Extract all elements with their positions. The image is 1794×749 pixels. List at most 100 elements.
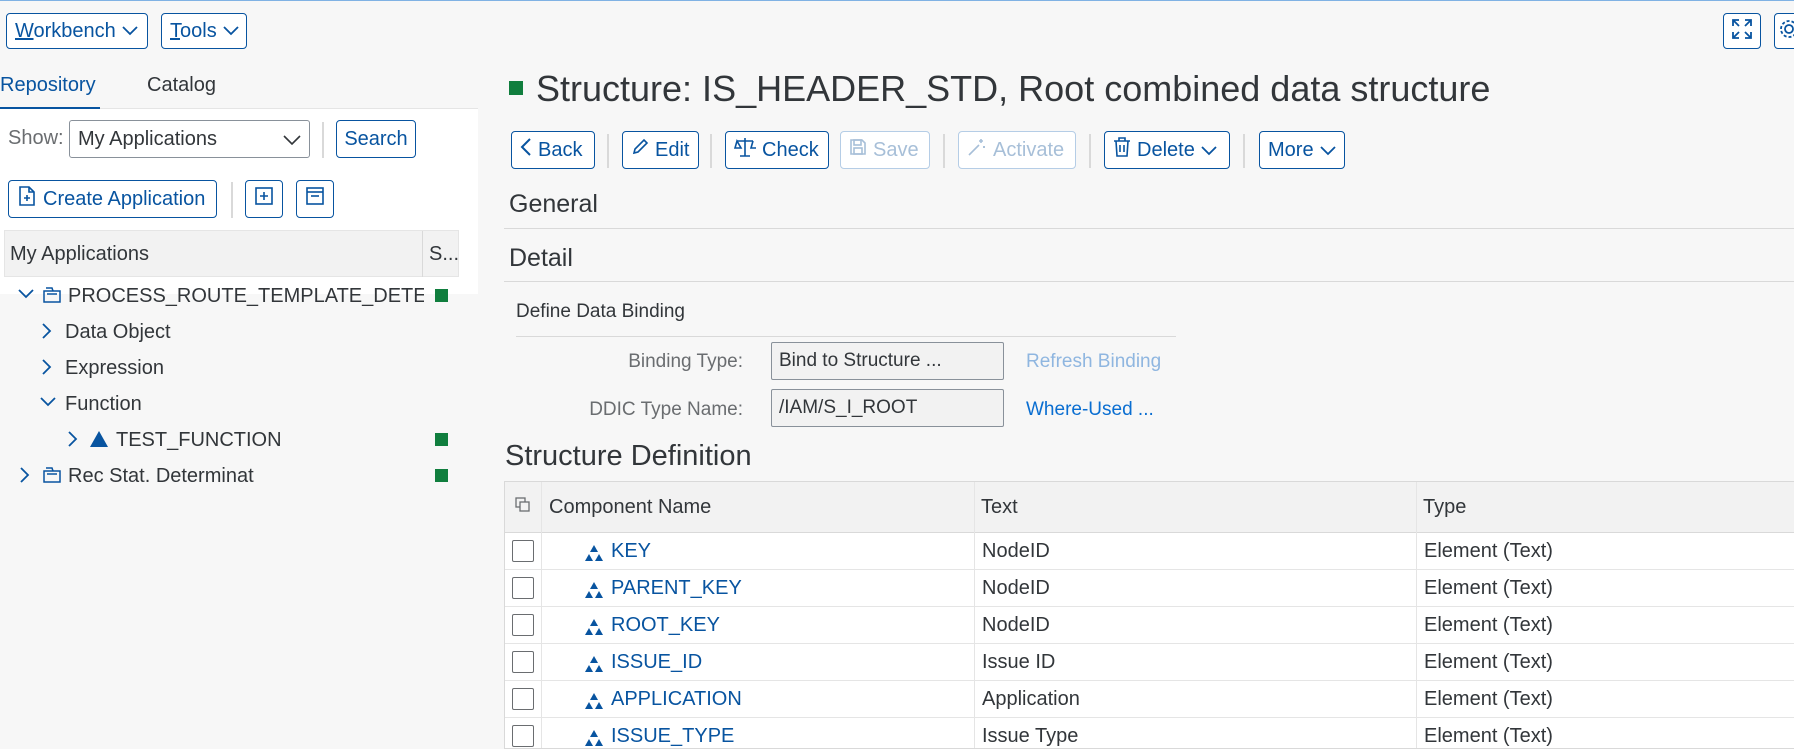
trash-icon (1113, 137, 1131, 163)
save-button[interactable]: Save (840, 131, 930, 169)
table-row[interactable]: ROOT_KEY NodeID Element (Text) (505, 607, 1794, 644)
row-checkbox[interactable] (512, 688, 534, 710)
show-select[interactable]: My Applications (69, 120, 310, 158)
chevron-down-icon (122, 26, 138, 36)
toolbar-separator (322, 122, 324, 158)
tree-column-status[interactable]: S... (429, 243, 460, 265)
column-divider (422, 231, 423, 277)
table-row[interactable]: ISSUE_TYPE Issue Type Element (Text) (505, 718, 1794, 748)
active-tab-indicator (0, 107, 100, 110)
column-text[interactable]: Text (981, 496, 1018, 518)
chevron-right-icon[interactable] (42, 359, 52, 375)
back-button[interactable]: Back (511, 131, 595, 169)
delete-menu-button[interactable]: Delete (1104, 131, 1230, 169)
chevron-left-icon (520, 138, 532, 162)
show-label: Show: (8, 127, 64, 149)
tree-item[interactable]: PROCESS_ROUTE_TEMPLATE_DETERMINATION (0, 280, 478, 314)
tree-item[interactable]: TEST_FUNCTION (0, 424, 478, 458)
ddic-type-name-label: DDIC Type Name: (589, 399, 743, 420)
structure-table: Component Name Text Type KEY NodeID Elem… (504, 481, 1794, 749)
section-general[interactable]: General (509, 190, 598, 218)
collapse-all-button[interactable] (296, 180, 334, 218)
row-checkbox[interactable] (512, 651, 534, 673)
tree-header: My Applications S... (4, 230, 459, 277)
status-active-indicator (435, 289, 448, 302)
tree-item[interactable]: Rec Stat. Determinat (0, 460, 478, 494)
where-used-link[interactable]: Where-Used ... (1026, 399, 1154, 420)
column-divider (541, 482, 542, 748)
toolbar-separator (943, 134, 945, 168)
structure-definition-title: Structure Definition (505, 440, 752, 472)
refresh-binding-link[interactable]: Refresh Binding (1026, 351, 1162, 372)
section-divider (504, 281, 1794, 282)
binding-divider (516, 336, 1176, 337)
application-folder-icon (42, 286, 62, 310)
tree-item[interactable]: Data Object (0, 316, 478, 350)
column-divider (974, 482, 975, 748)
settings-button[interactable] (1774, 13, 1794, 49)
edit-button[interactable]: Edit (622, 131, 699, 169)
ddic-type-name-field[interactable]: /IAM/S_I_ROOT (771, 389, 1004, 427)
search-button[interactable]: Search (336, 120, 416, 158)
toolbar-separator (1089, 134, 1091, 168)
row-checkbox[interactable] (512, 540, 534, 562)
check-button[interactable]: Check (725, 131, 829, 169)
binding-type-label: Binding Type: (628, 351, 743, 372)
function-triangle-icon (88, 429, 110, 455)
table-row[interactable]: PARENT_KEY NodeID Element (Text) (505, 570, 1794, 607)
section-detail[interactable]: Detail (509, 244, 573, 272)
save-icon (849, 138, 867, 162)
row-checkbox[interactable] (512, 614, 534, 636)
expand-all-button[interactable] (245, 180, 283, 218)
toolbar-separator (607, 134, 609, 168)
create-application-button[interactable]: Create Application (8, 180, 217, 218)
tree-item[interactable]: Expression (0, 352, 478, 386)
fullscreen-button[interactable] (1723, 13, 1761, 49)
status-active-indicator (509, 81, 523, 95)
column-divider (1416, 482, 1417, 748)
tab-catalog[interactable]: Catalog (147, 74, 216, 96)
collapse-all-icon (304, 185, 326, 213)
expand-all-icon (253, 185, 275, 213)
chevron-down-icon (1319, 139, 1336, 162)
application-folder-icon (42, 466, 62, 490)
define-data-binding-title: Define Data Binding (516, 301, 685, 322)
magic-wand-icon (967, 137, 987, 163)
structure-element-icon (584, 544, 604, 567)
tab-divider (0, 108, 478, 109)
add-document-icon (17, 185, 37, 213)
top-accent-line (0, 0, 1794, 1)
toolbar-separator (231, 182, 233, 218)
chevron-right-icon[interactable] (20, 467, 30, 483)
table-row[interactable]: KEY NodeID Element (Text) (505, 533, 1794, 570)
copy-icon[interactable] (515, 497, 531, 518)
row-checkbox[interactable] (512, 725, 534, 747)
status-active-indicator (435, 469, 448, 482)
activate-button[interactable]: Activate (958, 131, 1076, 169)
chevron-right-icon[interactable] (42, 323, 52, 339)
chevron-down-icon[interactable] (18, 289, 34, 299)
column-type[interactable]: Type (1423, 496, 1467, 518)
tree-column-name: My Applications (10, 243, 149, 265)
tree-item[interactable]: Function (0, 388, 478, 422)
table-row[interactable]: APPLICATION Application Element (Text) (505, 681, 1794, 718)
structure-element-icon (584, 692, 604, 715)
structure-element-icon (584, 729, 604, 748)
table-row[interactable]: ISSUE_ID Issue ID Element (Text) (505, 644, 1794, 681)
tab-repository[interactable]: Repository (0, 74, 96, 96)
scale-icon (733, 136, 757, 164)
chevron-right-icon[interactable] (68, 431, 78, 447)
structure-element-icon (584, 581, 604, 604)
gear-icon (1778, 18, 1794, 45)
toolbar-separator (1243, 134, 1245, 168)
tools-menu-button[interactable]: Tools (161, 13, 247, 49)
chevron-down-icon (1201, 139, 1217, 162)
column-component-name[interactable]: Component Name (549, 496, 712, 518)
binding-type-field[interactable]: Bind to Structure ... (771, 342, 1004, 380)
toolbar-separator (710, 134, 712, 168)
workbench-menu-button[interactable]: Workbench (6, 13, 148, 49)
row-checkbox[interactable] (512, 577, 534, 599)
more-menu-button[interactable]: More (1259, 131, 1345, 169)
structure-element-icon (584, 655, 604, 678)
chevron-down-icon[interactable] (40, 397, 56, 407)
